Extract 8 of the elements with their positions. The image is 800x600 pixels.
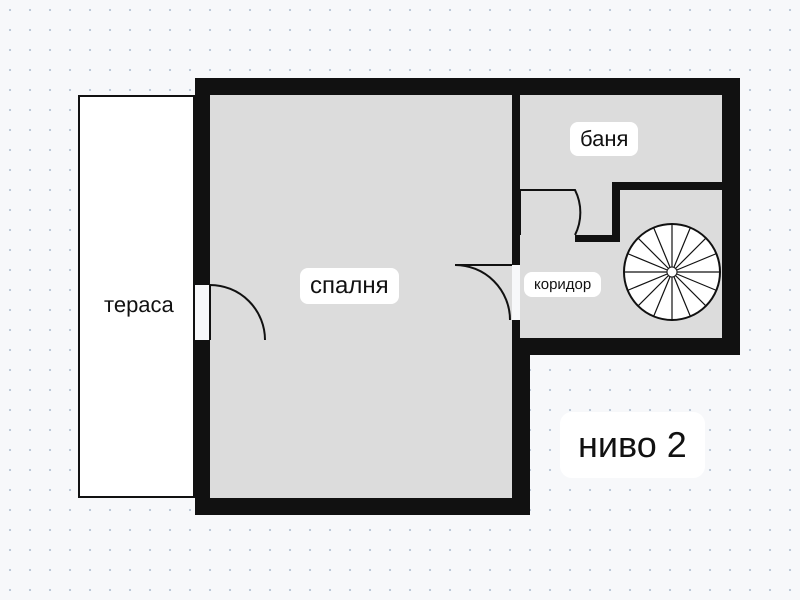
room-area [520, 95, 722, 190]
level-label: ниво 2 [560, 412, 705, 478]
room-label: баня [570, 122, 638, 156]
terrace-area [78, 95, 195, 498]
room-label: коридор [524, 272, 602, 297]
room-area [520, 190, 722, 338]
room-label: спалня [300, 268, 399, 304]
room-area [210, 95, 512, 498]
